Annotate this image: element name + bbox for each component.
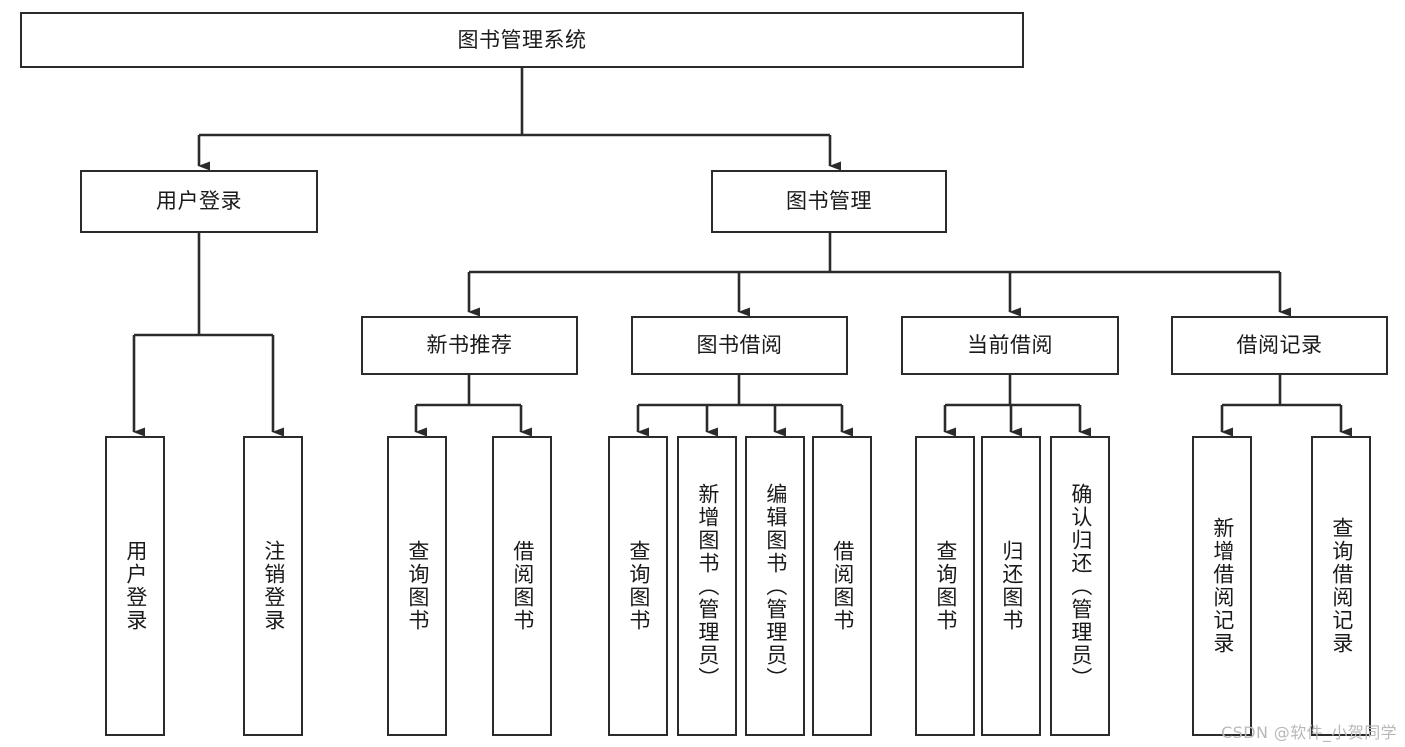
csdn-watermark: CSDN @软件_小贺同学 xyxy=(1221,723,1397,742)
node-user-login-label: 用户登录 xyxy=(156,189,242,214)
leaf-bb-borrow-book-label: 借阅图书 xyxy=(830,540,855,632)
leaf-nb-query-book-label: 查询图书 xyxy=(405,540,430,632)
leaf-logout[interactable]: 注销登录 xyxy=(243,436,303,736)
leaf-bb-query-book-label: 查询图书 xyxy=(626,540,651,632)
leaf-cb-query-book[interactable]: 查询图书 xyxy=(915,436,975,736)
leaf-nb-borrow-book[interactable]: 借阅图书 xyxy=(492,436,552,736)
node-book-manage-label: 图书管理 xyxy=(786,189,872,214)
leaf-br-add-record[interactable]: 新增借阅记录 xyxy=(1192,436,1252,736)
leaf-user-login[interactable]: 用户登录 xyxy=(105,436,165,736)
node-root[interactable]: 图书管理系统 xyxy=(20,12,1024,68)
leaf-user-login-label: 用户登录 xyxy=(123,540,148,632)
leaf-bb-borrow-book[interactable]: 借阅图书 xyxy=(812,436,872,736)
leaf-bb-add-book-label: 新增图书（管理员） xyxy=(695,482,720,690)
node-new-book-recommend-label: 新书推荐 xyxy=(426,333,513,358)
leaf-cb-confirm-return-label: 确认归还（管理员） xyxy=(1068,482,1093,690)
node-borrow-record-label: 借阅记录 xyxy=(1236,333,1323,358)
leaf-bb-query-book[interactable]: 查询图书 xyxy=(608,436,668,736)
node-book-borrow-label: 图书借阅 xyxy=(696,333,783,358)
leaf-cb-query-book-label: 查询图书 xyxy=(933,540,958,632)
leaf-cb-return-book[interactable]: 归还图书 xyxy=(981,436,1041,736)
node-user-login[interactable]: 用户登录 xyxy=(80,170,318,233)
leaf-logout-label: 注销登录 xyxy=(261,540,286,632)
node-book-manage[interactable]: 图书管理 xyxy=(711,170,947,233)
node-root-label: 图书管理系统 xyxy=(457,27,587,52)
leaf-cb-return-book-label: 归还图书 xyxy=(999,540,1024,632)
node-borrow-record[interactable]: 借阅记录 xyxy=(1171,316,1388,375)
node-book-borrow[interactable]: 图书借阅 xyxy=(631,316,848,375)
leaf-bb-edit-book-label: 编辑图书（管理员） xyxy=(763,482,788,690)
leaf-nb-query-book[interactable]: 查询图书 xyxy=(387,436,447,736)
leaf-cb-confirm-return[interactable]: 确认归还（管理员） xyxy=(1050,436,1110,736)
leaf-br-query-record[interactable]: 查询借阅记录 xyxy=(1311,436,1371,736)
leaf-bb-edit-book[interactable]: 编辑图书（管理员） xyxy=(745,436,805,736)
node-current-borrow-label: 当前借阅 xyxy=(967,333,1053,358)
leaf-nb-borrow-book-label: 借阅图书 xyxy=(510,540,535,632)
node-current-borrow[interactable]: 当前借阅 xyxy=(901,316,1119,375)
node-new-book-recommend[interactable]: 新书推荐 xyxy=(361,316,578,375)
leaf-br-query-record-label: 查询借阅记录 xyxy=(1329,517,1354,655)
leaf-bb-add-book[interactable]: 新增图书（管理员） xyxy=(677,436,737,736)
leaf-br-add-record-label: 新增借阅记录 xyxy=(1210,517,1235,655)
